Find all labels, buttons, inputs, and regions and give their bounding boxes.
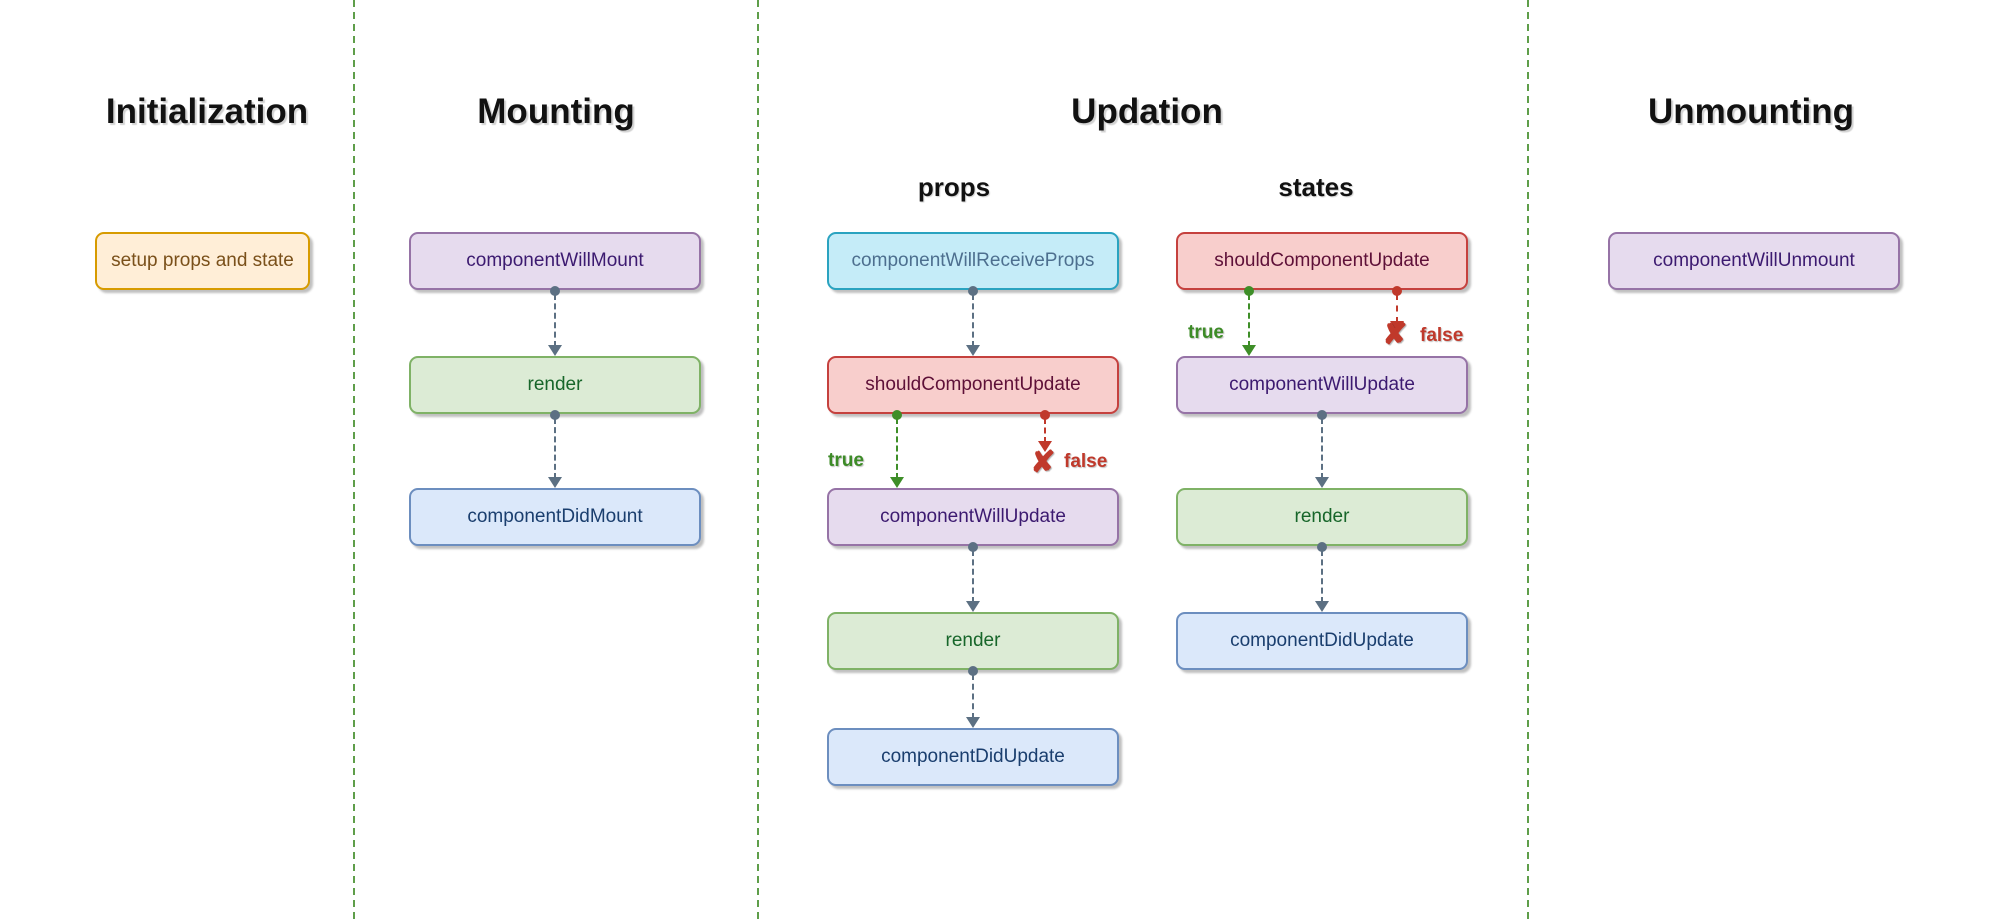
node-setup-props-and-state: setup props and state [95, 232, 310, 290]
section-title-initialization: Initialization [105, 92, 309, 131]
arrowhead-icon [1315, 477, 1329, 488]
edge-dot [1392, 286, 1402, 296]
section-title-updation: Updation [1071, 92, 1223, 131]
edge-dot [968, 666, 978, 676]
edge-dot [892, 410, 902, 420]
node-label: componentDidUpdate [1230, 630, 1414, 651]
edge-line [972, 294, 974, 347]
node-render-props: render [827, 612, 1119, 670]
edge-line [554, 294, 556, 347]
node-label: shouldComponentUpdate [1214, 250, 1430, 271]
node-component-did-update-props: componentDidUpdate [827, 728, 1119, 786]
edge-label-false-states: false [1420, 325, 1464, 346]
section-title-unmounting: Unmounting [1647, 92, 1855, 131]
edge-label-true-props: true [828, 450, 864, 471]
arrowhead-icon [1315, 601, 1329, 612]
node-label: componentWillUnmount [1653, 250, 1855, 271]
node-label: componentDidMount [467, 506, 643, 527]
node-render-mounting: render [409, 356, 701, 414]
section-separator [1527, 0, 1529, 924]
node-component-did-update-states: componentDidUpdate [1176, 612, 1468, 670]
node-label: render [945, 630, 1001, 651]
node-render-states: render [1176, 488, 1468, 546]
subcolumn-title-states: states [1278, 172, 1354, 202]
section-title-mounting: Mounting [477, 92, 635, 131]
arrowhead-icon [966, 601, 980, 612]
node-label: componentWillUpdate [1229, 374, 1415, 395]
edge-line [972, 674, 974, 719]
edge-label-true-states: true [1188, 322, 1224, 343]
edge-line [554, 418, 556, 479]
edge-line [1321, 418, 1323, 479]
node-component-will-receive-props: componentWillReceiveProps [827, 232, 1119, 290]
node-label: componentWillUpdate [880, 506, 1066, 527]
edge-dot [1244, 286, 1254, 296]
edge-dot [968, 542, 978, 552]
node-should-component-update-props: shouldComponentUpdate [827, 356, 1119, 414]
arrowhead-icon [1038, 441, 1052, 452]
false-cross-icon: ✘ [1030, 446, 1056, 479]
edge-line [1248, 294, 1250, 347]
subcolumn-title-props: props [917, 172, 991, 202]
section-separator [757, 0, 759, 924]
node-component-will-mount: componentWillMount [409, 232, 701, 290]
arrowhead-icon [966, 717, 980, 728]
arrowhead-icon [1390, 321, 1404, 332]
edge-dot [1317, 542, 1327, 552]
section-separator [353, 0, 355, 924]
node-label: render [1294, 506, 1350, 527]
arrowhead-icon [890, 477, 904, 488]
node-should-component-update-states: shouldComponentUpdate [1176, 232, 1468, 290]
edge-dot [1040, 410, 1050, 420]
arrowhead-icon [966, 345, 980, 356]
node-label: componentDidUpdate [881, 746, 1065, 767]
edge-dot [550, 286, 560, 296]
node-label: shouldComponentUpdate [865, 374, 1081, 395]
false-cross-icon: ✘ [1382, 318, 1408, 351]
node-component-did-mount: componentDidMount [409, 488, 701, 546]
edge-dot [550, 410, 560, 420]
edge-line [896, 418, 898, 479]
edge-line [1396, 294, 1398, 323]
arrowhead-icon [548, 477, 562, 488]
edge-label-false-props: false [1064, 451, 1108, 472]
edge-line [1321, 550, 1323, 603]
node-label: setup props and state [111, 250, 294, 271]
arrowhead-icon [548, 345, 562, 356]
node-label: render [527, 374, 583, 395]
node-component-will-unmount: componentWillUnmount [1608, 232, 1900, 290]
edge-line [1044, 418, 1046, 443]
edge-line [972, 550, 974, 603]
arrowhead-icon [1242, 345, 1256, 356]
node-label: componentWillReceiveProps [851, 250, 1095, 271]
edge-dot [968, 286, 978, 296]
edge-dot [1317, 410, 1327, 420]
node-label: componentWillMount [466, 250, 644, 271]
node-component-will-update-props: componentWillUpdate [827, 488, 1119, 546]
node-component-will-update-states: componentWillUpdate [1176, 356, 1468, 414]
